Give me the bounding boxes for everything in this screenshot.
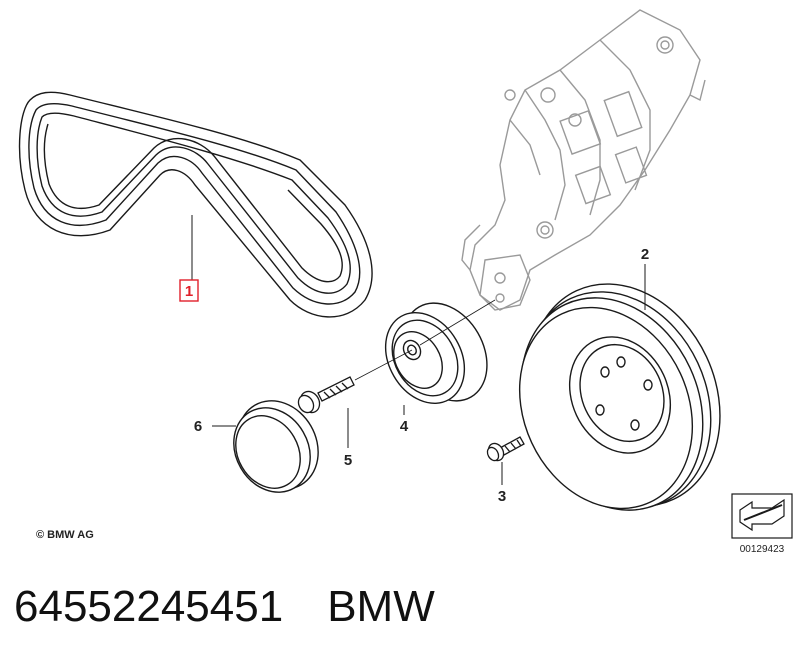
alignment-line	[354, 299, 496, 381]
callout-5: 5	[344, 452, 352, 469]
pulley-bolt	[486, 436, 525, 462]
callout-4: 4	[400, 418, 409, 435]
part-number: 64552245451	[14, 582, 284, 631]
copyright-text: © BMW AG	[36, 529, 94, 541]
direction-arrow-icon	[731, 493, 793, 539]
crankshaft-pulley	[518, 283, 721, 511]
engine-bracket	[461, 9, 706, 311]
callout-1: 1	[185, 283, 193, 300]
callout-3: 3	[498, 488, 506, 505]
callout-2: 2	[641, 246, 649, 263]
callout-6: 6	[194, 418, 202, 435]
reference-number: 00129423	[740, 544, 785, 555]
caption: 64552245451 BMW	[14, 582, 435, 632]
callout-1-highlight	[179, 279, 199, 302]
tensioner-pulley	[384, 302, 488, 404]
cover-cap	[233, 400, 319, 493]
brand-name: BMW	[327, 582, 435, 631]
ribbed-belt	[18, 91, 373, 318]
tensioner-bolt	[297, 376, 355, 414]
